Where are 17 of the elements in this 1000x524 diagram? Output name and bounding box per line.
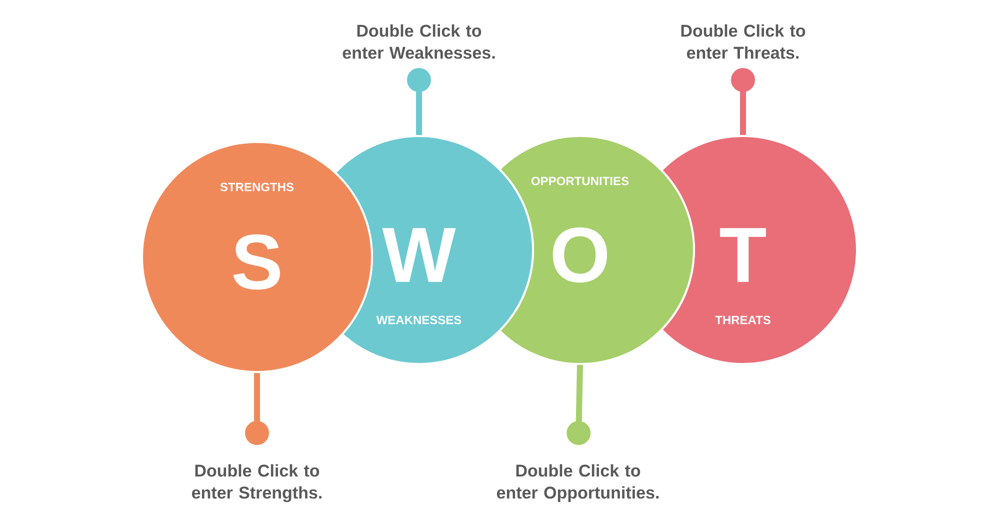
leader-line (407, 68, 431, 135)
big-letter: S (233, 234, 280, 290)
leader-line (245, 373, 269, 445)
circle-label: OPPORTUNITIES (532, 176, 629, 186)
caption-text: Double Click to enter Opportunities. (496, 464, 659, 502)
circle-label: THREATS (715, 316, 770, 324)
leader-line (731, 68, 755, 135)
big-letter: O (552, 227, 608, 283)
big-letter: T (720, 228, 766, 282)
caption-text: Double Click to enter Strengths. (192, 464, 322, 502)
big-letter: W (382, 228, 456, 282)
swot-circle (141, 141, 373, 373)
leader-line (566, 364, 591, 445)
circle-label: WEAKNESSES (376, 316, 462, 324)
caption-text: Double Click to enter Threats. (681, 24, 806, 59)
circle-label: STRENGTHS (220, 182, 294, 192)
caption-text: Double Click to enter Weaknesses. (342, 24, 495, 59)
